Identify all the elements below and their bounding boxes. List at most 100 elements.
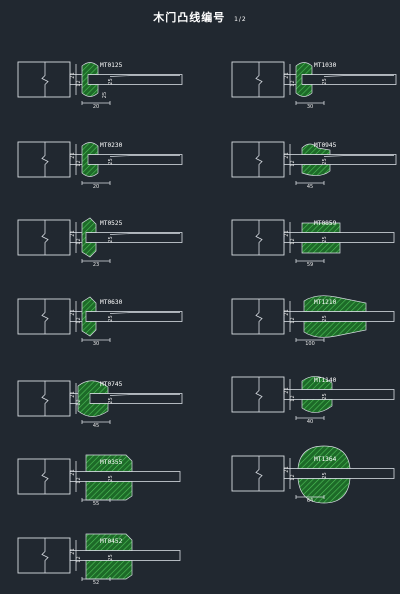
moulding-hatch: [77, 380, 109, 417]
profile-code-label: MT0125: [100, 62, 123, 69]
panel-taper: [323, 155, 394, 157]
profile-code-label: MT1364: [314, 456, 337, 463]
moulding-hatch: [81, 62, 99, 97]
moulding-hatch: [303, 295, 367, 338]
dim-h2: 12: [290, 474, 296, 480]
profile-code-label: MT0525: [100, 220, 123, 227]
break-line: [255, 142, 263, 177]
moulding-hatch: [301, 143, 331, 176]
dim-h1: 21: [70, 548, 76, 554]
break-line: [255, 456, 263, 491]
dim-h2: 12: [76, 477, 82, 483]
dim-h3: 25: [322, 158, 328, 164]
panel-taper: [109, 312, 180, 314]
dim-h1: 21: [70, 309, 76, 315]
sheet-title-text: 木门凸线编号: [153, 11, 226, 24]
profile-code-label: MT0945: [314, 142, 337, 149]
panel-taper: [109, 394, 180, 396]
break-line: [41, 142, 49, 177]
break-line: [41, 459, 49, 494]
dim-w1: 30: [307, 104, 313, 110]
dim-h3: 25: [108, 475, 114, 481]
dim-h3: 25: [322, 472, 328, 478]
dim-h1: 21: [70, 72, 76, 78]
dim-h1: 21: [284, 387, 290, 393]
moulding-hatch: [81, 217, 97, 258]
dim-w2: 25: [102, 92, 108, 98]
moulding-hatch: [81, 142, 99, 177]
profile-code-label: MT0355: [100, 459, 123, 466]
break-line: [255, 377, 263, 412]
profile-code-label: MT0230: [100, 142, 123, 149]
dim-h1: 21: [284, 466, 290, 472]
panel-tongue: [283, 468, 395, 479]
panel-tongue: [69, 550, 181, 561]
dim-w1: 59: [307, 262, 313, 268]
dim-h2: 12: [76, 399, 82, 405]
panel-tongue: [283, 74, 397, 85]
dim-w1: 40: [307, 419, 313, 425]
panel-tongue: [69, 471, 181, 482]
panel-tongue: [283, 389, 395, 400]
panel-taper: [109, 75, 180, 77]
dim-w1: 52: [93, 580, 99, 586]
profile-code-label: MT0630: [100, 299, 123, 306]
dim-h3: 25: [322, 78, 328, 84]
dim-h1: 21: [70, 230, 76, 236]
dim-h2: 12: [76, 238, 82, 244]
profile-code-label: MT0859: [314, 220, 337, 227]
dim-h2: 12: [290, 395, 296, 401]
panel-tongue: [69, 232, 183, 243]
moulding-hatch: [297, 445, 351, 504]
panel-tongue: [69, 311, 183, 322]
panel-tongue: [283, 311, 395, 322]
dim-w1: 55: [93, 501, 99, 507]
panel-tongue: [283, 232, 395, 243]
dim-h3: 25: [322, 236, 328, 242]
dim-w1: 64: [307, 498, 313, 504]
dim-w1: 20: [93, 184, 99, 190]
dim-w1: 100: [305, 341, 315, 347]
profile-code-label: MT0745: [100, 381, 123, 388]
sheet-page-number: 1/2: [234, 16, 247, 23]
moulding-hatch: [301, 222, 341, 254]
panel-tongue: [283, 154, 397, 165]
dim-h3: 25: [108, 315, 114, 321]
dim-h1: 21: [70, 152, 76, 158]
break-line: [255, 220, 263, 255]
dim-h1: 21: [284, 152, 290, 158]
dim-h2: 12: [290, 160, 296, 166]
dim-h3: 25: [322, 315, 328, 321]
moulding-hatch: [85, 454, 133, 501]
panel-tongue: [69, 154, 183, 165]
dim-h2: 12: [76, 80, 82, 86]
dim-w1: 30: [93, 341, 99, 347]
dim-w1: 20: [93, 104, 99, 110]
dim-h2: 12: [76, 160, 82, 166]
panel-tongue: [69, 74, 183, 85]
sheet-title: 木门凸线编号 1/2: [0, 9, 400, 25]
dim-h3: 25: [108, 397, 114, 403]
break-line: [41, 62, 49, 97]
panel-taper: [109, 233, 180, 235]
dim-h1: 21: [284, 230, 290, 236]
panel-taper: [109, 155, 180, 157]
dim-h2: 12: [76, 317, 82, 323]
dim-h2: 12: [76, 556, 82, 562]
dim-h1: 21: [284, 309, 290, 315]
dim-h3: 25: [108, 236, 114, 242]
dim-w1: 23: [93, 262, 99, 268]
break-line: [255, 62, 263, 97]
moulding-hatch: [295, 62, 313, 97]
